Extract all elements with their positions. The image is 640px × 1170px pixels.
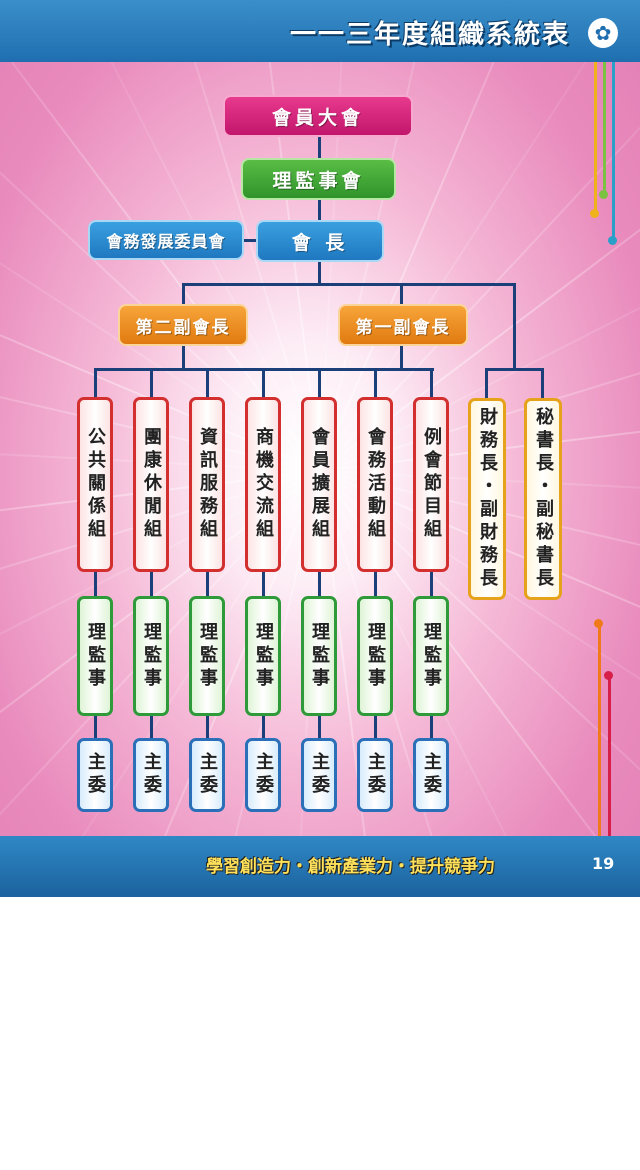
group-box: 商機交流組 bbox=[245, 397, 281, 572]
group-director-box: 理監事 bbox=[77, 596, 113, 716]
group-director-box: 理監事 bbox=[189, 596, 225, 716]
treasurer-box: 財務長・副財務長 bbox=[468, 398, 506, 600]
connector bbox=[318, 136, 321, 158]
group-chair-box: 主委 bbox=[77, 738, 113, 812]
footer-bar: 學習創造力・創新產業力・提升競爭力 19 bbox=[0, 836, 640, 897]
connector bbox=[206, 572, 209, 598]
second-vice-president-box: 第二副會長 bbox=[118, 304, 248, 346]
decorative-dot bbox=[604, 671, 613, 680]
first-vice-president-box: 第一副會長 bbox=[338, 304, 468, 346]
connector bbox=[150, 716, 153, 738]
connector bbox=[206, 716, 209, 738]
connector bbox=[318, 200, 321, 222]
secretary-box: 秘書長・副秘書長 bbox=[524, 398, 562, 600]
connector bbox=[94, 716, 97, 738]
group-director-box: 理監事 bbox=[301, 596, 337, 716]
group-chair-box: 主委 bbox=[245, 738, 281, 812]
connector bbox=[182, 344, 185, 370]
connector bbox=[430, 572, 433, 598]
general-assembly-box: 會員大會 bbox=[223, 95, 413, 137]
group-director-box: 理監事 bbox=[413, 596, 449, 716]
page-number: 19 bbox=[592, 854, 615, 873]
page-title: 一一三年度組織系統表 bbox=[289, 20, 570, 50]
connector bbox=[374, 716, 377, 738]
decorative-dot bbox=[594, 619, 603, 628]
connector bbox=[206, 368, 209, 398]
connector bbox=[513, 283, 516, 370]
group-chair-box: 主委 bbox=[357, 738, 393, 812]
group-box: 團康休閒組 bbox=[133, 397, 169, 572]
decorative-line bbox=[598, 626, 601, 836]
lions-emblem-icon: ✿ bbox=[588, 18, 618, 48]
decorative-dot bbox=[599, 190, 608, 199]
development-committee-box: 會務發展委員會 bbox=[88, 220, 244, 260]
connector bbox=[485, 368, 542, 371]
connector bbox=[94, 572, 97, 598]
connector bbox=[150, 572, 153, 598]
header-bar: 一一三年度組織系統表 ✿ bbox=[0, 0, 640, 62]
group-box: 公共關係組 bbox=[77, 397, 113, 572]
decorative-line bbox=[603, 62, 606, 194]
group-box: 例會節目組 bbox=[413, 397, 449, 572]
connector bbox=[150, 368, 153, 398]
connector bbox=[541, 368, 544, 398]
connector bbox=[318, 716, 321, 738]
decorative-line bbox=[594, 62, 597, 212]
decorative-dot bbox=[608, 236, 617, 245]
connector bbox=[262, 368, 265, 398]
group-box: 會務活動組 bbox=[357, 397, 393, 572]
group-box: 資訊服務組 bbox=[189, 397, 225, 572]
group-director-box: 理監事 bbox=[133, 596, 169, 716]
connector bbox=[182, 283, 185, 304]
group-chair-box: 主委 bbox=[133, 738, 169, 812]
connector bbox=[430, 716, 433, 738]
connector bbox=[374, 572, 377, 598]
president-box: 會 長 bbox=[256, 220, 384, 262]
group-chair-box: 主委 bbox=[413, 738, 449, 812]
connector bbox=[244, 239, 256, 242]
connector bbox=[430, 368, 433, 398]
connector bbox=[485, 368, 488, 398]
connector bbox=[318, 368, 321, 398]
connector bbox=[318, 261, 321, 284]
group-director-box: 理監事 bbox=[357, 596, 393, 716]
connector bbox=[318, 572, 321, 598]
decorative-line bbox=[608, 678, 611, 836]
group-director-box: 理監事 bbox=[245, 596, 281, 716]
connector bbox=[374, 368, 377, 398]
connector bbox=[400, 283, 403, 304]
connector bbox=[94, 368, 97, 398]
decorative-line bbox=[612, 62, 615, 240]
decorative-dot bbox=[590, 209, 599, 218]
group-chair-box: 主委 bbox=[189, 738, 225, 812]
connector bbox=[400, 344, 403, 370]
group-box: 會員擴展組 bbox=[301, 397, 337, 572]
footer-slogan: 學習創造力・創新產業力・提升競爭力 bbox=[206, 857, 495, 877]
board-box: 理監事會 bbox=[241, 158, 396, 200]
connector bbox=[262, 572, 265, 598]
group-chair-box: 主委 bbox=[301, 738, 337, 812]
connector bbox=[262, 716, 265, 738]
connector bbox=[182, 283, 515, 286]
